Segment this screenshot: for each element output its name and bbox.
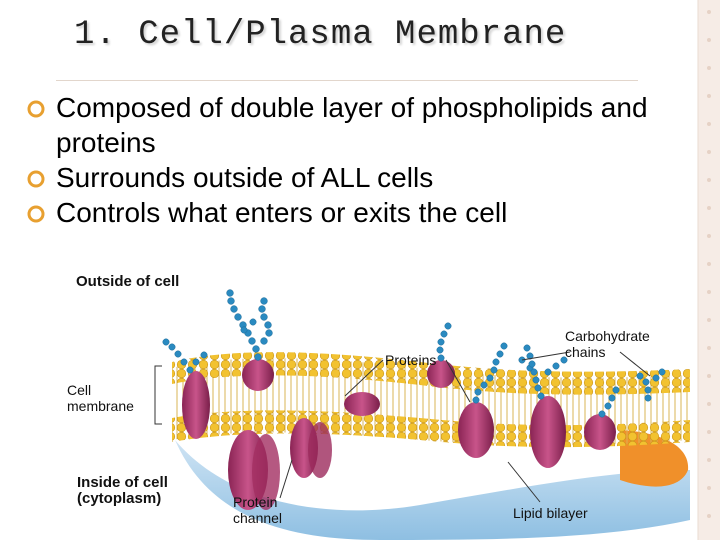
label-proteins: Proteins (385, 352, 437, 368)
bullet-text: Surrounds outside of ALL cells (56, 162, 434, 193)
label-leader-lines (154, 351, 651, 503)
carbohydrate-chains (162, 289, 666, 418)
page-title: 1. Cell/Plasma Membrane (74, 16, 567, 54)
label-protein-channel: Protein channel (233, 494, 283, 526)
bullet-item: Surrounds outside of ALL cells (26, 160, 666, 195)
bullet-item: Composed of double layer of phospholipid… (26, 90, 666, 160)
label-outside-of-cell: Outside of cell (76, 273, 180, 290)
circle-hollow-icon (27, 205, 45, 223)
circle-hollow-icon (27, 170, 45, 188)
circle-hollow-icon (27, 100, 45, 118)
title-divider (56, 80, 638, 81)
decorative-right-border (697, 0, 720, 540)
membrane-proteins (182, 359, 616, 510)
bullet-list: Composed of double layer of phospholipid… (26, 90, 666, 230)
bullet-item: Controls what enters or exits the cell (26, 195, 666, 230)
label-cell-membrane: Cell membrane (67, 382, 134, 414)
label-inside-of-cell: Inside of cell (cytoplasm) (77, 474, 168, 507)
bullet-text: Composed of double layer of phospholipid… (56, 92, 648, 158)
label-lipid-bilayer: Lipid bilayer (513, 505, 588, 521)
bullet-text: Controls what enters or exits the cell (56, 197, 508, 228)
label-carbohydrate-chains: Carbohydrate chains (565, 328, 650, 360)
